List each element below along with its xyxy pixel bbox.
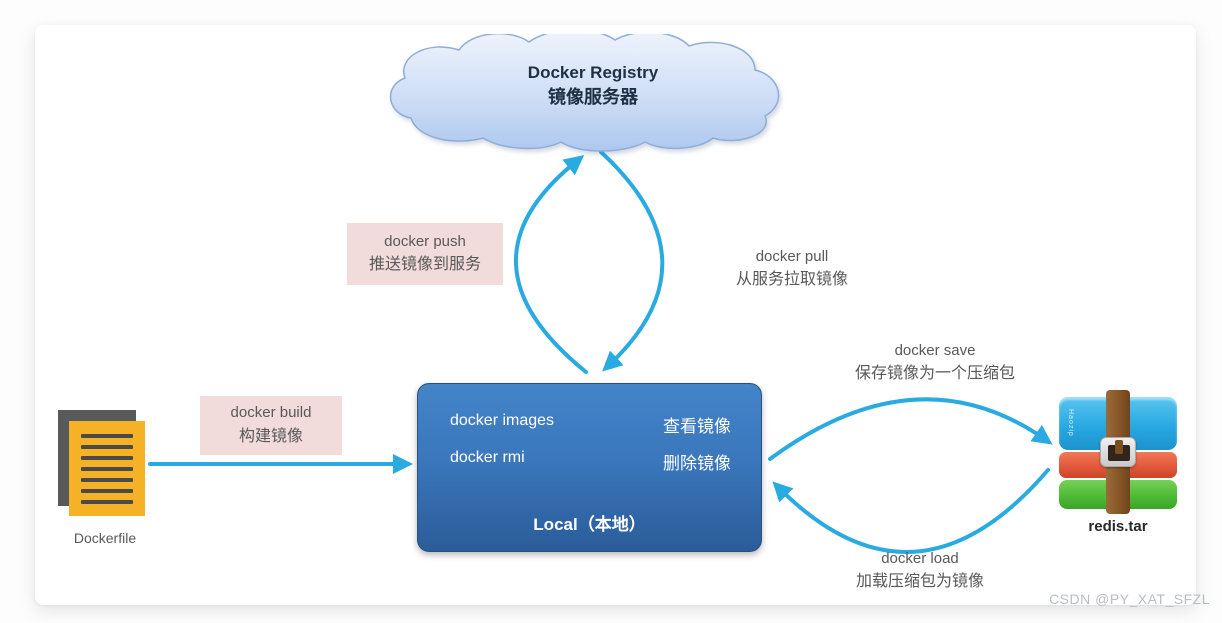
registry-label: Docker Registry 镜像服务器	[383, 62, 803, 109]
load-desc: 加载压缩包为镜像	[855, 572, 984, 590]
save-desc: 保存镜像为一个压缩包	[854, 364, 1015, 382]
redis-tar-label: redis.tar	[1088, 518, 1148, 535]
push-label: docker push 推送镜像到服务	[347, 223, 503, 285]
load-command: docker load	[881, 550, 959, 567]
push-command: docker push	[384, 232, 466, 250]
push-desc: 推送镜像到服务	[368, 256, 481, 274]
local-caption: Local（本地）	[533, 515, 646, 534]
registry-title: Docker Registry	[527, 63, 659, 82]
registry-subtitle: 镜像服务器	[548, 86, 638, 107]
local-node: docker images 查看镜像 docker rmi 删除镜像 Local…	[417, 383, 762, 552]
rmi-command: docker rmi	[450, 449, 525, 466]
images-desc: 查看镜像	[663, 417, 731, 436]
dockerfile-label: Dockerfile	[73, 530, 137, 546]
dockerfile-node: Dockerfile	[53, 408, 163, 553]
rmi-desc: 删除镜像	[663, 454, 731, 473]
cloud-icon	[389, 29, 780, 152]
images-command: docker images	[450, 412, 555, 429]
save-command: docker save	[894, 342, 976, 359]
build-command: docker build	[230, 404, 312, 422]
archive-brand: Haozip	[1067, 409, 1074, 437]
build-desc: 构建镜像	[238, 427, 303, 445]
load-label: docker load 加载压缩包为镜像	[780, 548, 1060, 593]
pull-label: docker pull 从服务拉取镜像	[672, 246, 912, 291]
archive-buckle-icon	[1100, 437, 1136, 467]
docker-registry-node: Docker Registry 镜像服务器	[383, 29, 803, 156]
local-row-rmi: docker rmi 删除镜像	[450, 449, 731, 474]
redis-tar-node: Haozip redis.tar	[1056, 390, 1180, 542]
document-front-icon	[69, 421, 145, 516]
save-label: docker save 保存镜像为一个压缩包	[795, 340, 1075, 385]
pull-command: docker pull	[755, 248, 829, 265]
watermark: CSDN @PY_XAT_SFZL	[1049, 591, 1210, 607]
local-row-images: docker images 查看镜像	[450, 412, 731, 437]
pull-desc: 从服务拉取镜像	[735, 270, 848, 288]
local-commands: docker images 查看镜像 docker rmi 删除镜像	[450, 412, 731, 486]
build-label: docker build 构建镜像	[200, 396, 342, 455]
